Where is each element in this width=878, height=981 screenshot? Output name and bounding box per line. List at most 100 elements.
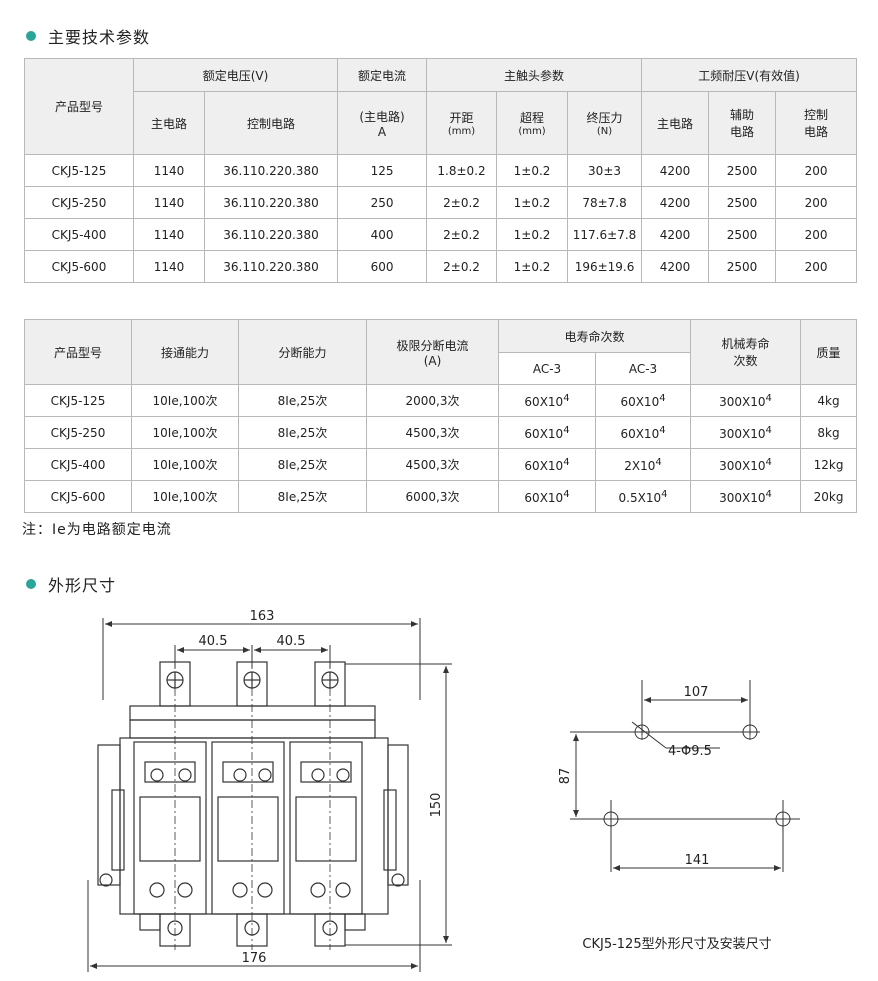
cell: 12kg — [800, 448, 858, 481]
cell: 4200 — [641, 186, 710, 219]
cell: 2500 — [708, 154, 777, 187]
cell: CKJ5-125 — [24, 154, 134, 187]
cell: 1140 — [133, 186, 205, 219]
hole-spec-text: 4-Φ9.5 — [668, 744, 712, 759]
cell: 8Ie,25次 — [238, 416, 367, 449]
cell: 300X104 — [690, 448, 802, 481]
aux-line1: 辅助 — [730, 108, 755, 122]
mounting-drawing — [570, 680, 800, 872]
exponent: 4 — [765, 456, 772, 468]
screw-icon — [99, 873, 113, 887]
header-rated-current: 额定电流 — [337, 58, 428, 92]
dim-text-141: 141 — [685, 853, 710, 868]
section-title-dims: 外形尺寸 — [26, 572, 116, 596]
cell: 2500 — [708, 186, 777, 219]
cell: 8Ie,25次 — [238, 480, 367, 513]
value: 300X10 — [719, 458, 766, 473]
gap-label: 开距 — [449, 111, 474, 125]
table-row: CKJ5-125 1140 36.110.220.380 125 1.8±0.2… — [24, 154, 858, 187]
value: 300X10 — [719, 426, 766, 441]
value: 0.5X10 — [618, 490, 662, 505]
bullet-dot-icon — [26, 31, 36, 41]
rated-current-sub1: (主电路) — [359, 109, 405, 124]
cell: 6000,3次 — [366, 480, 499, 513]
value: 60X10 — [524, 394, 564, 409]
cell: 196±19.6 — [567, 250, 643, 283]
screw-icon — [258, 768, 272, 782]
section-title-params: 主要技术参数 — [26, 24, 150, 48]
dim-text-40-5-right: 40.5 — [277, 634, 306, 649]
exponent: 4 — [563, 488, 570, 500]
footnote: 注：Ie为电路额定电流 — [22, 522, 172, 538]
cell: 60X104 — [498, 448, 596, 481]
exponent: 4 — [563, 456, 570, 468]
exponent: 4 — [655, 456, 662, 468]
cell: 300X104 — [690, 384, 802, 417]
table-row: CKJ5-400 1140 36.110.220.380 400 2±0.2 1… — [24, 218, 858, 251]
cell: 8kg — [800, 416, 858, 449]
cell: 60X104 — [498, 480, 596, 513]
value: 300X10 — [719, 490, 766, 505]
screw-icon — [178, 768, 192, 782]
cell: 200 — [775, 250, 858, 283]
header-model: 产品型号 — [24, 58, 134, 155]
cell: 1.8±0.2 — [426, 154, 498, 187]
dims-title-text: 外形尺寸 — [48, 576, 117, 595]
cell: 60X104 — [594, 416, 692, 449]
screw-icon — [149, 882, 165, 898]
overtravel-label: 超程 — [520, 111, 545, 125]
screw-icon — [232, 882, 248, 898]
cell: 4kg — [800, 384, 858, 417]
header2-model: 产品型号 — [24, 319, 132, 385]
cell: 8Ie,25次 — [238, 384, 367, 417]
header2-making: 接通能力 — [131, 319, 239, 385]
limit-line2: (A) — [423, 353, 442, 368]
exponent: 4 — [765, 488, 772, 500]
cell: CKJ5-125 — [24, 384, 132, 417]
cell: 4500,3次 — [366, 416, 499, 449]
cell: 36.110.220.380 — [203, 250, 339, 283]
params-title-text: 主要技术参数 — [48, 28, 151, 47]
value: 60X10 — [620, 426, 660, 441]
cell: 2500 — [708, 218, 777, 251]
screw-icon — [391, 873, 405, 887]
cell: 4500,3次 — [366, 448, 499, 481]
dim-text-87: 87 — [558, 768, 573, 785]
cell: 200 — [775, 154, 858, 187]
dim-text-40-5-left: 40.5 — [199, 634, 228, 649]
screw-icon — [177, 882, 193, 898]
table-row: CKJ5-600 1140 36.110.220.380 600 2±0.2 1… — [24, 250, 858, 283]
cell: 36.110.220.380 — [203, 186, 339, 219]
header2-ac3-a: AC-3 — [498, 352, 596, 385]
cell: CKJ5-600 — [24, 250, 134, 283]
cell: 1±0.2 — [496, 250, 569, 283]
header2-mech-life: 机械寿命 次数 — [690, 319, 802, 385]
cell: 2±0.2 — [426, 250, 498, 283]
screw-icon — [233, 768, 247, 782]
header-rated-voltage: 额定电压(V) — [132, 58, 339, 92]
rated-current-sub2: A — [377, 124, 387, 139]
dim-text-176: 176 — [242, 951, 267, 966]
value: 60X10 — [524, 458, 564, 473]
table-row: CKJ5-250 1140 36.110.220.380 250 2±0.2 1… — [24, 186, 858, 219]
header-rated-current-sub: (主电路) A — [337, 91, 428, 155]
cell: 600 — [337, 250, 428, 283]
cell: 60X104 — [594, 384, 692, 417]
cell: 10Ie,100次 — [131, 448, 239, 481]
cell: 300X104 — [690, 416, 802, 449]
screw-icon — [310, 882, 326, 898]
table-row: CKJ5-400 10Ie,100次 8Ie,25次 4500,3次 60X10… — [24, 448, 858, 481]
cell: 60X104 — [498, 416, 596, 449]
exponent: 4 — [563, 424, 570, 436]
value: 2X10 — [624, 458, 656, 473]
value: 60X10 — [524, 490, 564, 505]
cell: 0.5X104 — [594, 480, 692, 513]
leader-line — [631, 721, 667, 749]
header-withstand-main: 主电路 — [641, 91, 710, 155]
header-final-pressure: 终压力 (N) — [567, 91, 643, 155]
exponent: 4 — [765, 424, 772, 436]
cell: 8Ie,25次 — [238, 448, 367, 481]
header2-ac3-b: AC-3 — [594, 352, 692, 385]
cell: 4200 — [641, 250, 710, 283]
